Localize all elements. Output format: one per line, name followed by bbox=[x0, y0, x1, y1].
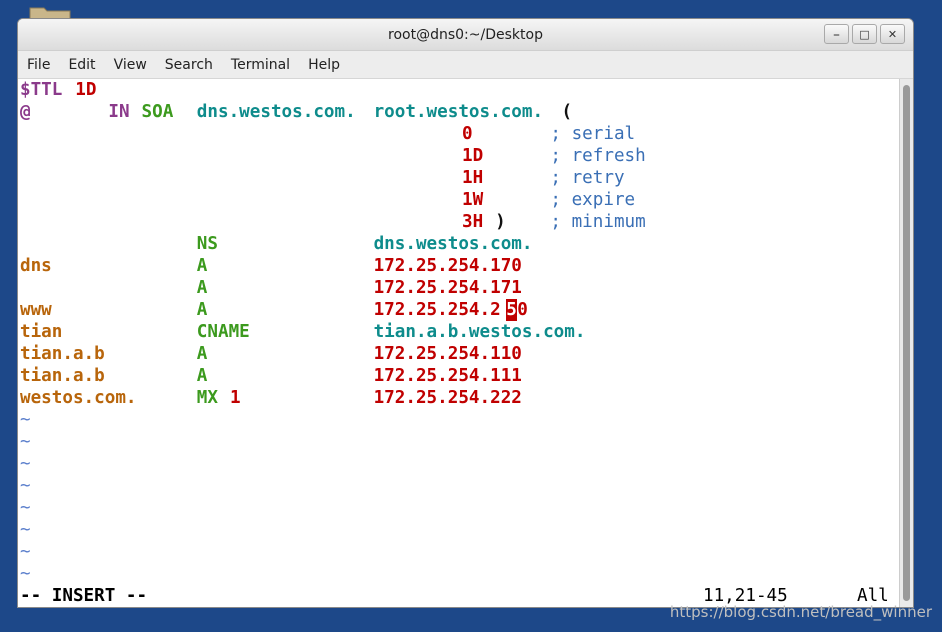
zone-line: NS dns.westos.com. bbox=[18, 233, 901, 255]
zone-token: 172.25.254.171 bbox=[373, 278, 522, 298]
zone-line: tian CNAME tian.a.b.westos.com. bbox=[18, 321, 901, 343]
zone-token: www bbox=[20, 300, 52, 320]
zone-line: 1D ; refresh bbox=[18, 145, 901, 167]
zone-token: 172.25.254.222 bbox=[373, 388, 522, 408]
zone-line: 3H) ; minimum bbox=[18, 211, 901, 233]
zone-token: 1D bbox=[75, 80, 97, 100]
zone-token: 172.25.254.110 bbox=[373, 344, 522, 364]
zone-token: 1H bbox=[462, 168, 484, 188]
zone-token: 1 bbox=[229, 388, 241, 408]
watermark-text: https://blog.csdn.net/bread_winner bbox=[669, 603, 932, 621]
zone-file-text: $TTL 1D @ IN SOA dns.westos.com. root.westos.c… bbox=[18, 79, 901, 409]
scroll-indicator: All bbox=[857, 586, 889, 606]
empty-line-marker: ~ bbox=[20, 454, 31, 474]
vim-mode: -- INSERT -- bbox=[20, 586, 148, 606]
zone-token: IN bbox=[108, 102, 130, 122]
zone-token: 0 bbox=[517, 300, 528, 320]
zone-token: tian.a.b.westos.com. bbox=[373, 322, 586, 342]
minimize-button[interactable]: ⎯ bbox=[824, 24, 849, 44]
empty-lines: ~~~~~~~~ bbox=[18, 409, 901, 585]
text-cursor: 5 bbox=[506, 299, 517, 321]
zone-token: dns.westos.com. bbox=[196, 102, 356, 122]
zone-line: 1W ; expire bbox=[18, 189, 901, 211]
title-bar[interactable]: root@dns0:~/Desktop ⎯ □ ✕ bbox=[18, 19, 913, 51]
zone-token: tian bbox=[20, 322, 63, 342]
empty-line-marker: ~ bbox=[20, 520, 31, 540]
zone-token: A bbox=[196, 344, 208, 364]
zone-token: ; expire bbox=[550, 190, 636, 210]
cursor-position: 11,21-45 bbox=[703, 586, 788, 606]
zone-token: 172.25.254.111 bbox=[373, 366, 522, 386]
zone-line: $TTL 1D bbox=[18, 79, 901, 101]
zone-line: dns A 172.25.254.170 bbox=[18, 255, 901, 277]
window-controls: ⎯ □ ✕ bbox=[824, 24, 905, 44]
zone-token: 1W bbox=[462, 190, 484, 210]
maximize-button[interactable]: □ bbox=[852, 24, 877, 44]
terminal-window: root@dns0:~/Desktop ⎯ □ ✕ File Edit View… bbox=[17, 18, 914, 608]
zone-token: root.westos.com. bbox=[373, 102, 544, 122]
zone-line: 0 ; serial bbox=[18, 123, 901, 145]
zone-line: tian.a.b A 172.25.254.110 bbox=[18, 343, 901, 365]
empty-line-marker: ~ bbox=[20, 410, 31, 430]
zone-token: ) bbox=[495, 212, 506, 232]
zone-token: 172.25.254.170 bbox=[373, 256, 522, 276]
scrollbar-thumb[interactable] bbox=[903, 85, 910, 601]
zone-line: tian.a.b A 172.25.254.111 bbox=[18, 365, 901, 387]
menu-terminal[interactable]: Terminal bbox=[230, 56, 291, 73]
menu-search[interactable]: Search bbox=[164, 56, 213, 73]
zone-line: A 172.25.254.171 bbox=[18, 277, 901, 299]
empty-line-marker: ~ bbox=[20, 542, 31, 562]
zone-token: @ bbox=[20, 102, 31, 122]
zone-token: 172.25.254.2 bbox=[373, 300, 501, 320]
empty-line-marker: ~ bbox=[20, 476, 31, 496]
window-title: root@dns0:~/Desktop bbox=[388, 27, 543, 43]
vim-status-line: -- INSERT -- 11,21-45 All bbox=[20, 585, 890, 607]
zone-token: tian.a.b bbox=[20, 344, 105, 364]
empty-line-marker: ~ bbox=[20, 564, 31, 584]
empty-line-marker: ~ bbox=[20, 498, 31, 518]
zone-token: ( bbox=[561, 102, 573, 122]
zone-token: A bbox=[196, 366, 208, 386]
zone-token: tian.a.b bbox=[20, 366, 105, 386]
menu-bar: File Edit View Search Terminal Help bbox=[18, 51, 913, 79]
zone-token: ; serial bbox=[550, 124, 636, 144]
terminal-content[interactable]: $TTL 1D @ IN SOA dns.westos.com. root.westos.c… bbox=[18, 79, 901, 607]
zone-token: westos.com. bbox=[20, 388, 137, 408]
zone-token: dns bbox=[20, 256, 52, 276]
zone-token: A bbox=[196, 256, 208, 276]
menu-edit[interactable]: Edit bbox=[68, 56, 96, 73]
menu-help[interactable]: Help bbox=[308, 56, 340, 73]
zone-line: 1H ; retry bbox=[18, 167, 901, 189]
empty-line-marker: ~ bbox=[20, 432, 31, 452]
zone-token: NS bbox=[196, 234, 218, 254]
zone-token: A bbox=[196, 278, 208, 298]
zone-token: ; retry bbox=[550, 168, 625, 188]
zone-token: ; refresh bbox=[550, 146, 646, 166]
menu-view[interactable]: View bbox=[113, 56, 147, 73]
zone-token: 3H bbox=[462, 212, 484, 232]
zone-token: dns.westos.com. bbox=[373, 234, 533, 254]
menu-file[interactable]: File bbox=[27, 56, 51, 73]
zone-line: westos.com. MX 1 172.25.254.222 bbox=[18, 387, 901, 409]
zone-token: 1D bbox=[462, 146, 484, 166]
zone-token: CNAME bbox=[196, 322, 250, 342]
zone-token: SOA bbox=[141, 102, 174, 122]
zone-token: $TTL bbox=[20, 80, 63, 100]
zone-token: ; minimum bbox=[550, 212, 646, 232]
close-button[interactable]: ✕ bbox=[880, 24, 905, 44]
zone-token: MX bbox=[196, 388, 218, 408]
vertical-scrollbar[interactable] bbox=[899, 79, 913, 607]
zone-token: 0 bbox=[462, 124, 473, 144]
zone-token: A bbox=[196, 300, 208, 320]
zone-line: @ IN SOA dns.westos.com. root.westos.com. ( bbox=[18, 101, 901, 123]
